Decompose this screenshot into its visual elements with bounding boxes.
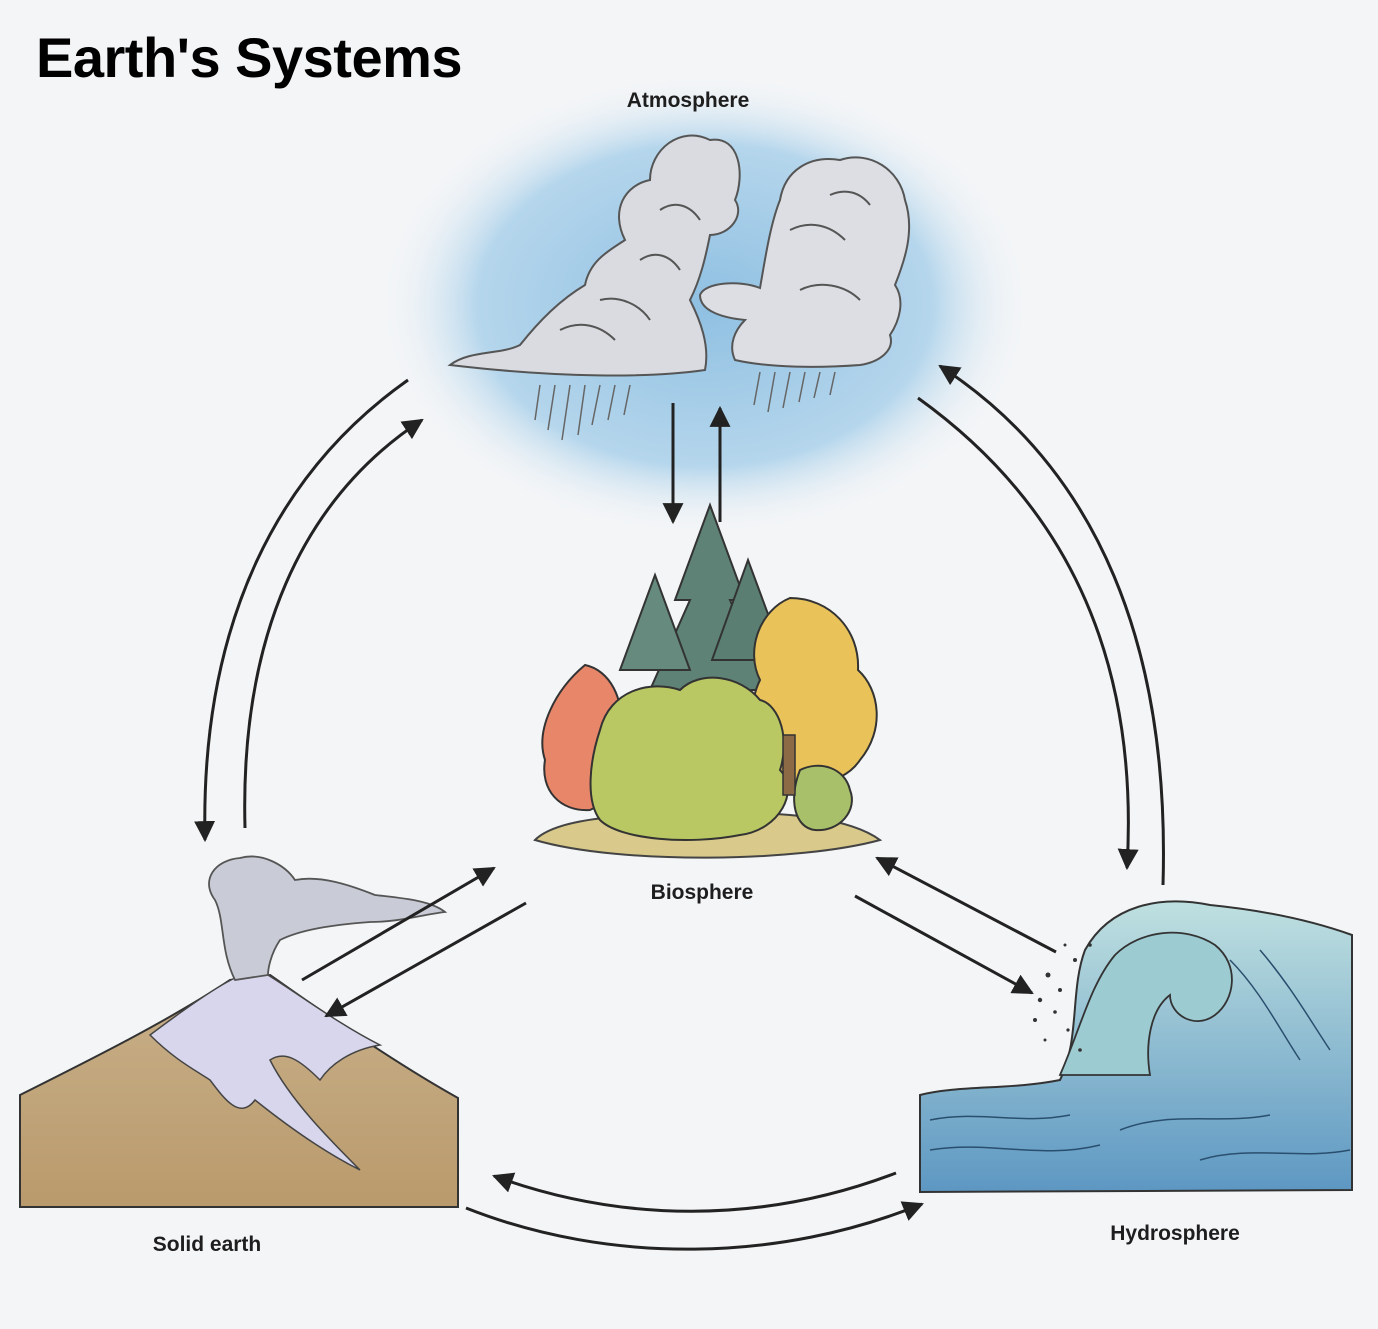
arrow-solid-earth-to-biosphere	[301, 866, 496, 982]
volcano-snow	[148, 974, 383, 1171]
arrow-atmosphere-to-hydrosphere	[917, 396, 1139, 871]
arrow-biosphere-to-solid-earth	[324, 901, 527, 1018]
wave-lines	[929, 949, 1351, 1161]
rain-streaks	[534, 371, 836, 441]
green-shrubs	[589, 676, 789, 841]
hydrosphere-label: Hydrosphere	[1110, 1222, 1240, 1245]
left-cloud	[447, 134, 741, 377]
solid-earth-label: Solid earth	[152, 1233, 262, 1256]
biosphere-label: Biosphere	[650, 881, 754, 904]
atmosphere-label: Atmosphere	[626, 89, 750, 112]
arrow-hydrosphere-to-atmosphere	[938, 364, 1165, 886]
solid-earth-illustration	[19, 855, 459, 1208]
volcano-plume	[208, 855, 448, 981]
conifer-tree-left	[618, 572, 692, 671]
biosphere-illustration	[533, 502, 883, 859]
right-cloud	[698, 156, 911, 368]
arrow-hydrosphere-to-biosphere	[875, 856, 1057, 954]
arrow-solid-earth-to-hydrosphere	[465, 1201, 924, 1251]
page-title: Earth's Systems	[36, 26, 463, 89]
small-bush	[793, 764, 853, 832]
wave-crest	[1058, 931, 1233, 1076]
wave-spray	[1033, 943, 1092, 1052]
arrow-solid-earth-to-atmosphere	[243, 418, 424, 829]
tree-trunk	[782, 734, 796, 796]
arrow-biosphere-to-hydrosphere	[854, 894, 1034, 995]
interaction-arrows	[194, 364, 1165, 1251]
hydrosphere-illustration	[919, 900, 1353, 1194]
atmosphere-illustration	[380, 75, 1030, 535]
arrow-atmosphere-to-solid-earth	[194, 378, 409, 843]
arrow-hydrosphere-to-solid-earth	[492, 1171, 897, 1213]
